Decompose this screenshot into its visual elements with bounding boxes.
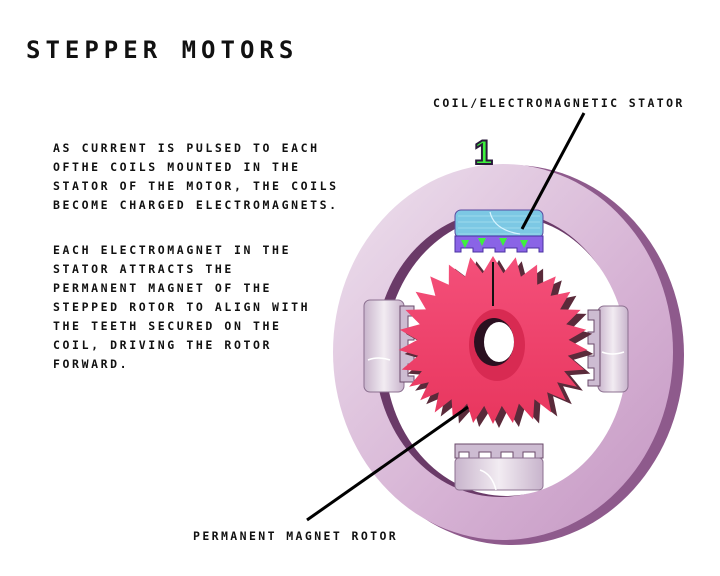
stator-coil-right (587, 305, 629, 393)
coil-leader-line (520, 112, 586, 230)
step-number-indicator: 1 (473, 134, 494, 172)
description-paragraph-1: AS CURRENT IS PULSED TO EACH OFTHE COILS… (53, 141, 339, 212)
description-paragraph-2: EACH ELECTROMAGNET IN THE STATOR ATTRACT… (53, 243, 311, 371)
page-title: STEPPER MOTORS (26, 36, 299, 64)
stator-coil-bottom (454, 443, 544, 491)
rotor-label: PERMANENT MAGNET ROTOR (193, 529, 399, 543)
coil-stator-label: COIL/ELECTROMAGNETIC STATOR (433, 96, 685, 110)
stator-coil-left (363, 299, 415, 393)
stator-coil-top-active (454, 209, 544, 253)
rotor-leader-line (306, 405, 469, 522)
permanent-magnet-rotor (398, 256, 594, 428)
